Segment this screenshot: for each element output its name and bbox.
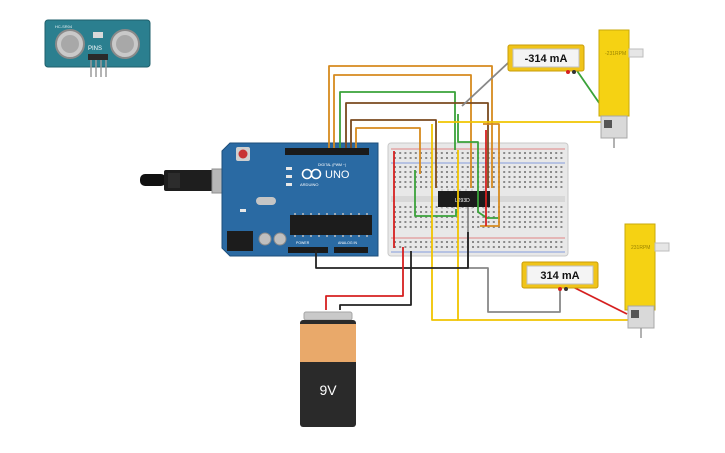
analog-header-label: ANALOG IN [338, 241, 358, 245]
power-header-label: POWER [296, 241, 310, 245]
ammeter-1-reading: -314 mA [525, 53, 568, 65]
digital-header-label: DIGITAL (PWM ~) [318, 163, 346, 167]
motor-2-rpm-label: 231RPM [631, 245, 650, 251]
sensor-model-label: HC-SR04 [55, 24, 73, 29]
dc-motor-2[interactable]: 231RPM [624, 223, 670, 338]
ultrasonic-sensor[interactable]: HC-SR04 PINS [44, 19, 151, 77]
motor-1-rpm-label: -231RPM [605, 51, 626, 57]
reset-button[interactable] [238, 149, 248, 159]
arduino-logo [301, 168, 322, 180]
arduino-brand-label: ARDUINO [300, 182, 318, 187]
driver-chip-label: L293D [455, 198, 470, 204]
ammeter-1[interactable]: -314 mA [507, 44, 585, 74]
arduino-uno-board[interactable]: DIGITAL (PWM ~) ARDUINO UNO [221, 142, 379, 257]
wires [315, 61, 628, 321]
motor-driver-chip[interactable]: L293D [438, 189, 490, 209]
ammeter-2[interactable]: 314 mA [521, 261, 599, 291]
battery-9v[interactable]: 9V [300, 311, 356, 427]
arduino-model-label: UNO [325, 169, 350, 181]
sensor-pins-label: PINS [88, 46, 102, 52]
dc-motor-1[interactable]: -231RPM [598, 29, 644, 148]
battery-voltage-label: 9V [319, 382, 337, 398]
ammeter-2-reading: 314 mA [540, 270, 579, 282]
